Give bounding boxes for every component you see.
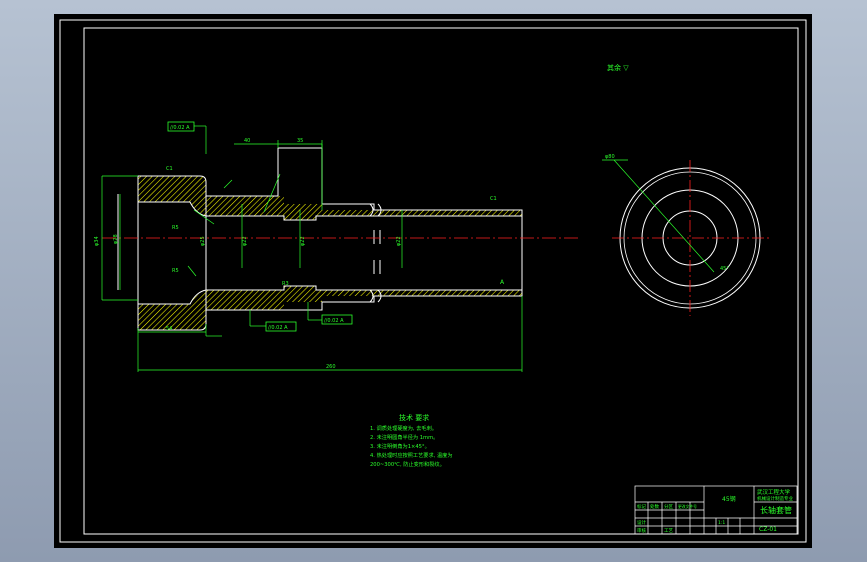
hatch-upper	[138, 176, 522, 220]
tech-req-title: 技术 要求	[399, 413, 429, 422]
dim-bore-dia: φ28	[113, 234, 119, 244]
dim-angle: 45°	[720, 266, 729, 272]
dim-len-a: 40	[244, 138, 250, 144]
tb-label-2: 处数	[650, 503, 659, 510]
tech-req-item-5: 200~300℃, 防止变形和裂纹。	[370, 460, 445, 468]
dim-len-b: 35	[297, 138, 303, 144]
dim-radius: R5	[172, 225, 179, 231]
tolerance-label-1: //0.02 A	[170, 125, 190, 131]
dim-tube-dia: φ22	[396, 236, 402, 246]
tb-department: 机械设计制造专业	[757, 495, 793, 502]
dim-neck-dia: φ25	[200, 236, 206, 246]
inner-border	[83, 27, 799, 535]
dim-len-total: 260	[326, 364, 336, 370]
tb-label-1: 标记	[637, 503, 646, 510]
dim-radius3: R3	[282, 281, 289, 287]
tolerance-frame-2	[265, 321, 297, 332]
tb-drawing-no: CZ-01	[759, 526, 777, 533]
tolerance-label-3: //0.02 A	[324, 318, 344, 324]
break-mark-lower	[369, 289, 382, 303]
dim-right-view-dia: φ80	[605, 154, 615, 160]
break-mark-upper	[369, 203, 382, 217]
dim-chamfer: C1	[490, 196, 497, 202]
tolerance-label-2: //0.02 A	[268, 325, 288, 331]
tolerance-frames	[167, 121, 353, 332]
shaft-outline-upper	[137, 147, 523, 331]
main-section-view	[102, 147, 578, 331]
tech-req-item-3: 3. 未注明倒角为1×45°。	[370, 442, 430, 450]
dim-left-dia: φ34	[94, 236, 100, 246]
tb-label-4: 更改文件号	[678, 504, 697, 509]
hatch-lower	[138, 286, 522, 330]
tb-label-process: 工艺	[664, 528, 673, 534]
tech-req-item-1: 1. 调质处理硬度为, 去毛刺。	[370, 424, 437, 432]
roughness-note: 其余 ▽	[607, 63, 629, 72]
outer-border	[59, 19, 807, 543]
title-block	[634, 485, 798, 535]
side-view: φ80 45°	[602, 154, 770, 316]
dimensions	[101, 125, 523, 372]
bore-outline	[138, 201, 522, 305]
cad-drawing-viewport[interactable]: 其余 ▽	[54, 14, 812, 548]
tolerance-frame-3	[321, 314, 353, 325]
dim-len-c: 54	[166, 326, 172, 332]
dim-mid-dia2: φ22	[300, 236, 306, 246]
dim-chamfer2: C1	[166, 166, 173, 172]
dim-radius2: R5	[172, 268, 179, 274]
dim-mid-dia: φ22	[242, 236, 248, 246]
section-label: A	[500, 279, 505, 286]
tb-material: 45钢	[722, 495, 736, 503]
side-view-leader	[613, 159, 715, 273]
tb-label-design: 设计	[637, 519, 646, 526]
tb-label-review: 审核	[637, 527, 646, 534]
tech-req-item-4: 4. 热处理时应按照工艺要求, 温度为	[370, 451, 453, 459]
cad-drawing: 其余 ▽	[59, 19, 807, 543]
tb-scale: 1:1	[718, 520, 725, 526]
tolerance-frame-1	[167, 121, 195, 132]
tb-school: 武汉工程大学	[757, 488, 791, 496]
tb-part-name: 长轴套管	[760, 505, 792, 515]
tech-req-item-2: 2. 未注明圆角半径为 1mm。	[370, 433, 438, 441]
tb-label-3: 分区	[664, 503, 673, 510]
tech-requirements: 技术 要求 1. 调质处理硬度为, 去毛刺。 2. 未注明圆角半径为 1mm。 …	[370, 413, 453, 468]
